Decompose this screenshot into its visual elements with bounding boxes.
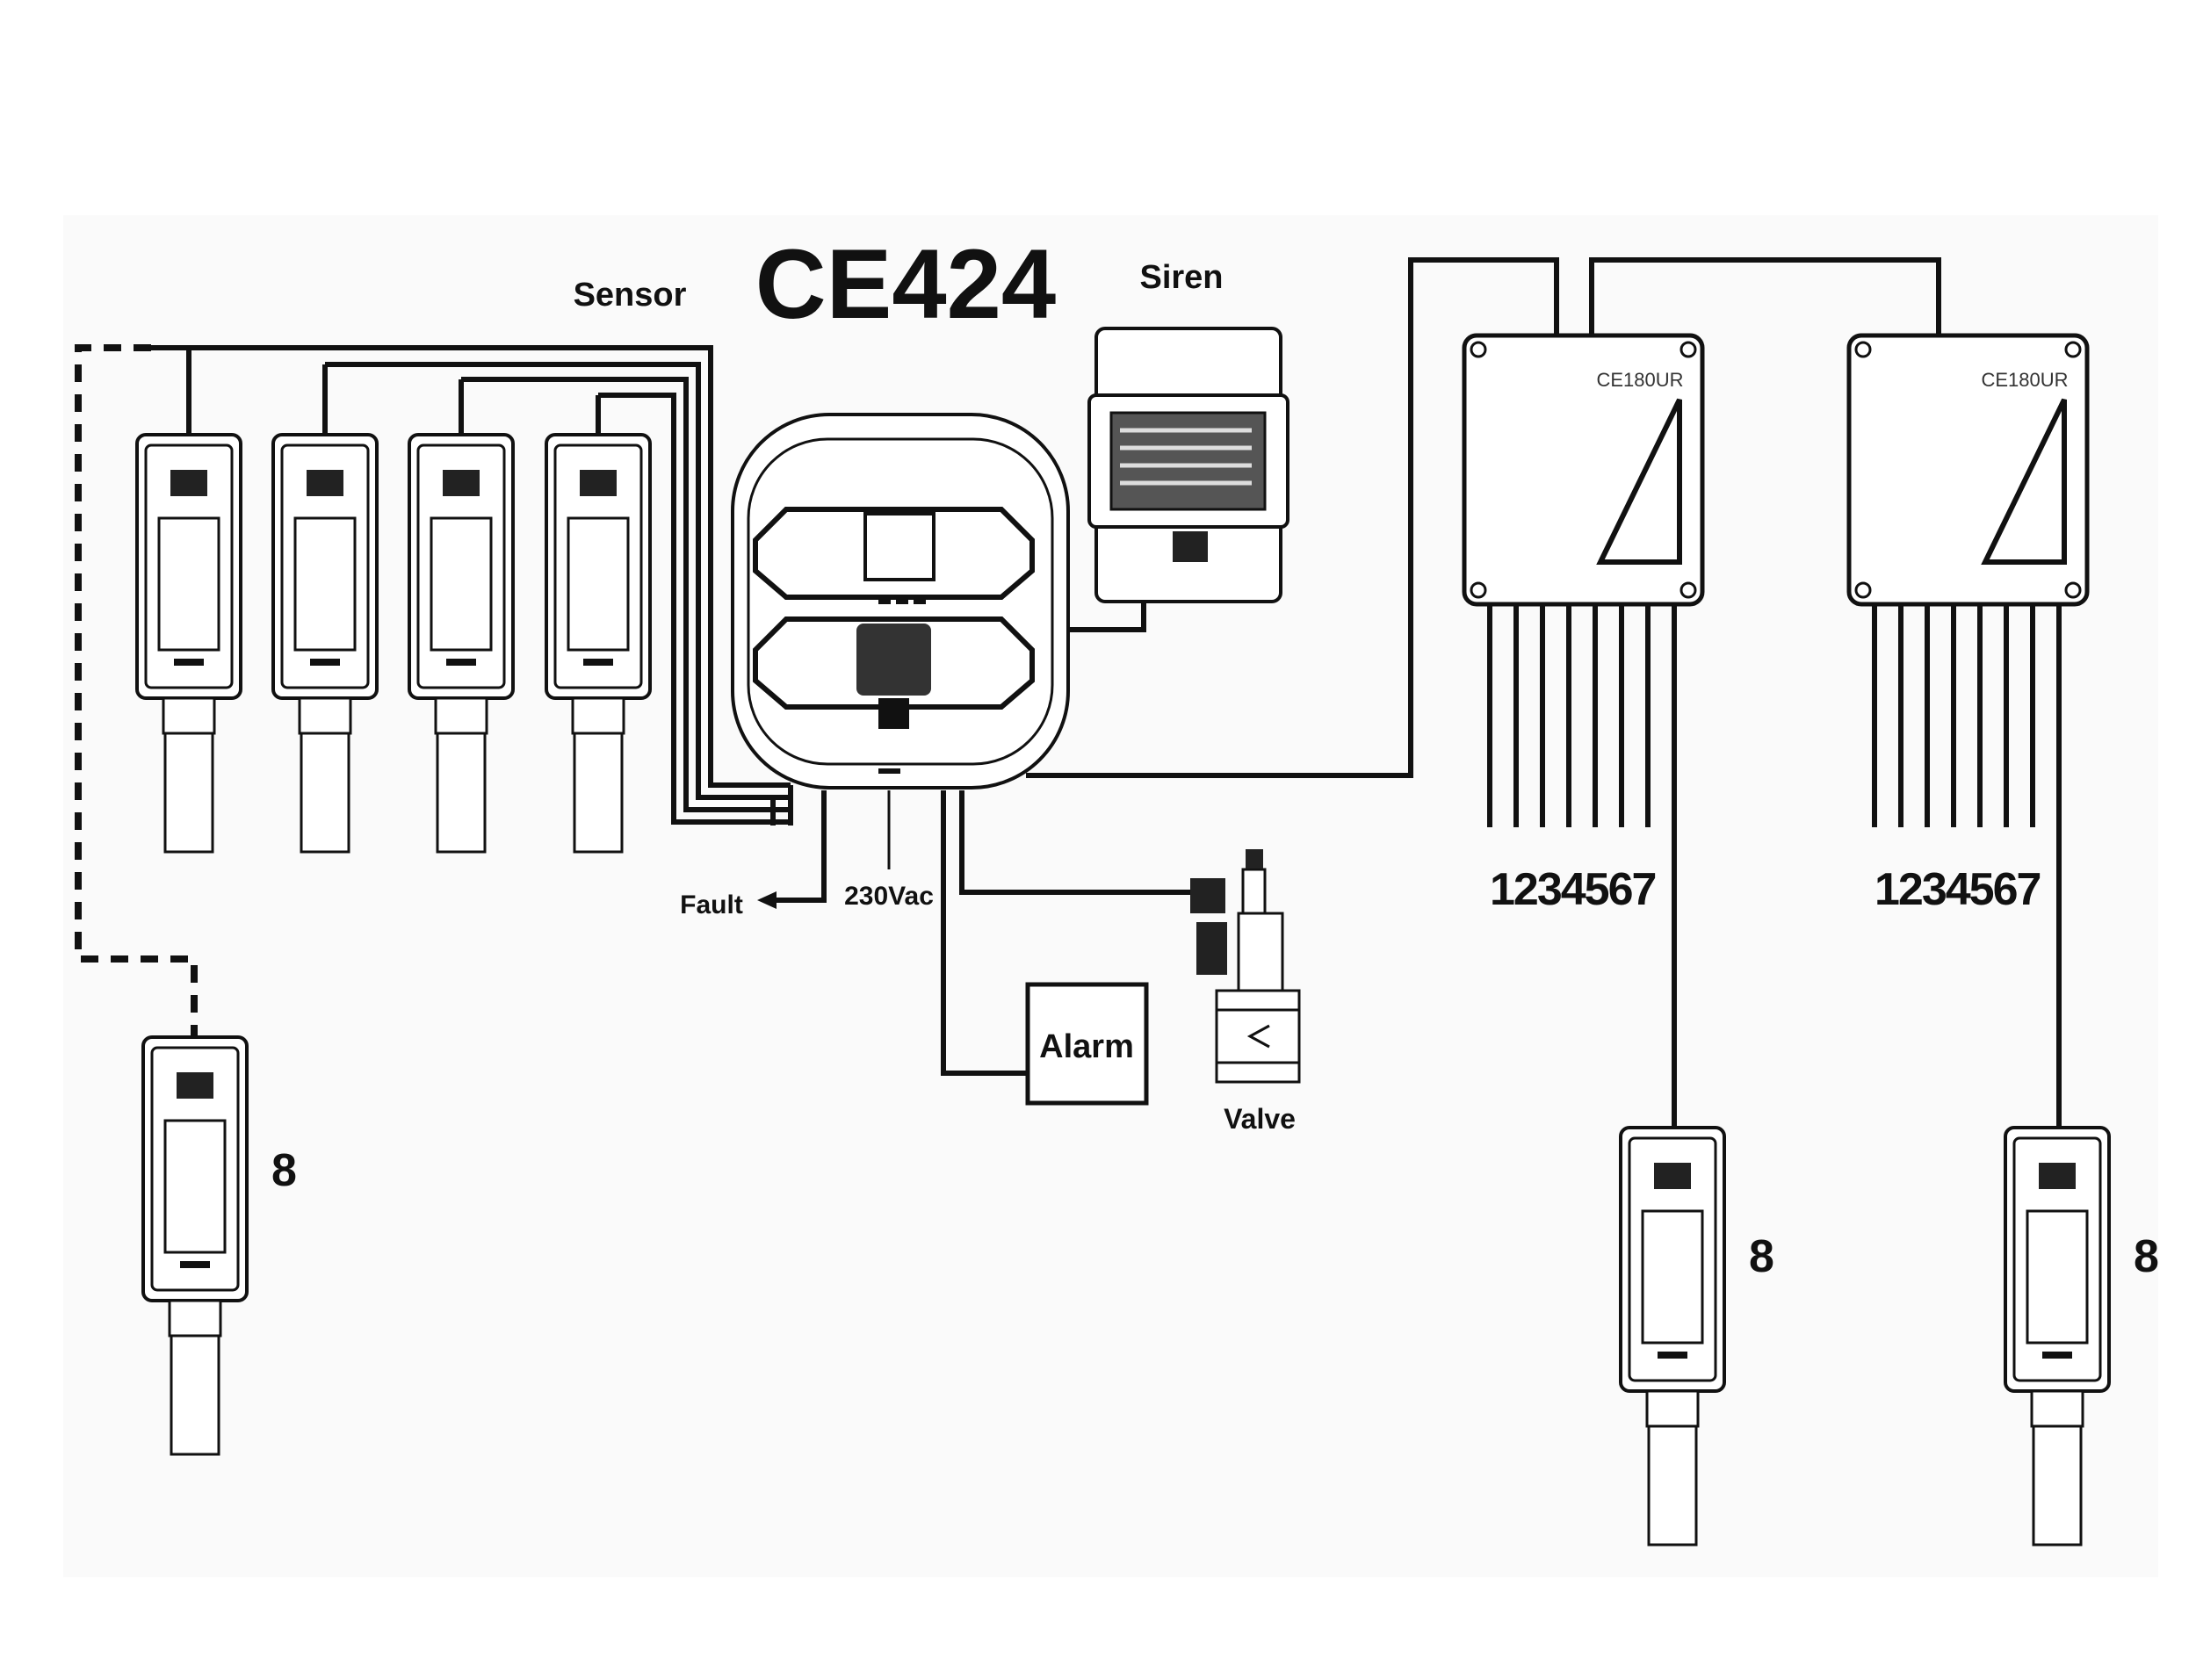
sensor-count-label: 8 [271,1145,297,1196]
sensor-frame [1628,1136,1717,1382]
sensor-tube [170,1334,220,1456]
sensor-logo [580,470,617,496]
sensor-neck [168,1299,222,1338]
fault-wire [764,790,827,903]
sensor-window [2026,1209,2089,1345]
module-bus-wire [1026,257,1941,778]
gas-sensor [135,433,242,854]
screw-icon [1470,581,1487,599]
sensor-frame [2012,1136,2102,1382]
gas-sensor [545,433,652,854]
sensor-logo [2039,1163,2076,1189]
sensor-count-label: 8 [1749,1231,1774,1282]
screw-icon [1854,341,1872,358]
sensor-window [1641,1209,1704,1345]
sensor-terminal [2042,1352,2072,1359]
alarm-box [1025,982,1149,1106]
power-label: 230Vac [844,882,934,911]
sensor-neck [434,696,488,735]
sensor-tube [300,732,350,854]
controller-title: CE424 [755,229,1056,339]
siren-label: Siren [1139,259,1223,296]
sensor-logo [177,1072,213,1099]
alarm-label: Alarm [1039,1028,1134,1065]
module-model-label: CE180UR [1981,369,2068,391]
screw-icon [1680,581,1697,599]
gas-sensor [1619,1126,1726,1547]
sensor-logo [307,470,343,496]
gas-sensor [408,433,515,854]
ce424-controller [731,413,1070,790]
sensor-label: Sensor [574,277,687,314]
sensor-neck [162,696,216,735]
valve [1190,849,1301,1084]
sensor-window [157,516,220,652]
module-box [1462,333,1705,607]
sensor-wires [151,345,793,826]
sensor-terminal [1658,1352,1687,1359]
fault-label: Fault [680,890,743,919]
module-model-label: CE180UR [1596,369,1683,391]
sensor-window [163,1119,227,1254]
sensor-neck [2030,1389,2084,1428]
keypad [856,624,931,696]
siren-wire [1068,602,1146,632]
triangle-icon [1981,398,2067,565]
channel-numbers: 1234567 [1490,864,1656,915]
fault-arrow-icon [757,891,777,909]
sensor-logo [1654,1163,1691,1189]
sensor-tube [1647,1424,1698,1547]
sensor-tube [436,732,487,854]
channel-numbers: 1234567 [1875,864,2041,915]
sensor-count-label: 8 [2134,1231,2159,1282]
sensor-neck [571,696,625,735]
screw-icon [2064,581,2082,599]
triangle-icon [1596,398,1682,565]
sensor-frame [150,1046,240,1292]
screw-icon [1680,341,1697,358]
sensor-tube [2032,1424,2083,1547]
sensor-logo [170,470,207,496]
screw-icon [1470,341,1487,358]
sensor-frame [144,443,234,689]
sensor-terminal [446,659,476,666]
gas-sensor [141,1035,249,1456]
sensor-window [567,516,630,652]
sensor-window [430,516,493,652]
sensor-terminal [310,659,340,666]
sensor-neck [1645,1389,1700,1428]
valve-wire [959,790,1190,895]
sensor-terminal [174,659,204,666]
sensor-frame [416,443,506,689]
alarm-wire [941,790,1028,1076]
sensor-neck [298,696,352,735]
module-box [1846,333,2090,607]
sensor-frame [280,443,370,689]
gas-sensor [271,433,379,854]
sensor-terminal [583,659,613,666]
ce180ur-module: CE180UR 1234567 8 [1846,333,2159,1547]
sensor-frame [553,443,643,689]
siren [1087,327,1289,603]
valve-label: Valve [1224,1103,1296,1135]
ce180ur-module: CE180UR 1234567 8 [1462,333,1774,1547]
sensor-tube [573,732,624,854]
sensor-logo [443,470,480,496]
gas-sensor [2004,1126,2111,1547]
sensor-terminal [180,1261,210,1268]
screw-icon [2064,341,2082,358]
sensor-window [293,516,357,652]
sensor-tube [163,732,214,854]
screw-icon [1854,581,1872,599]
